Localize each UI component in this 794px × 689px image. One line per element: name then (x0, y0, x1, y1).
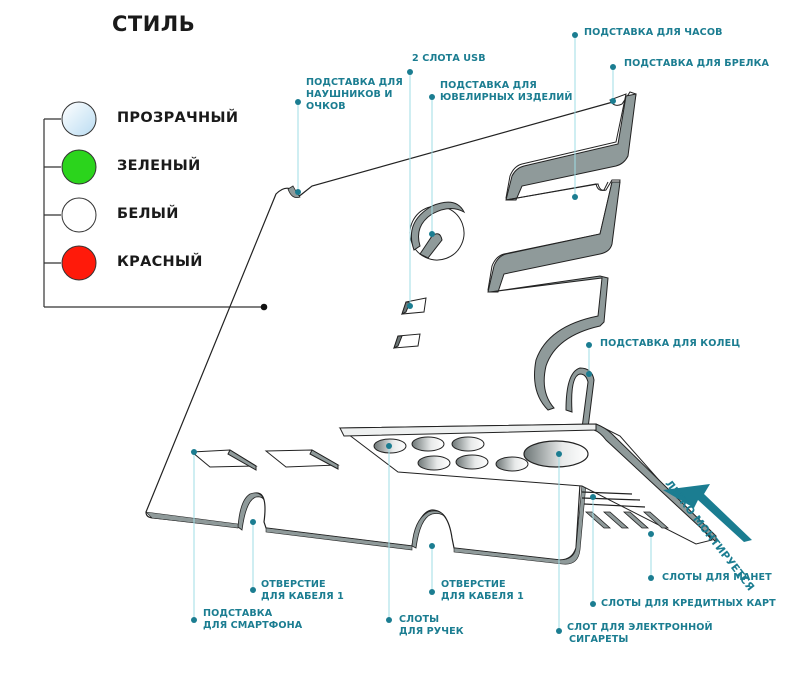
callout-line: ЮВЕЛИРНЫХ ИЗДЕЛИЙ (440, 92, 573, 103)
callout-line: ДЛЯ КАБЕЛЯ 1 (261, 591, 344, 602)
callout-pens: СЛОТЫ ДЛЯ РУЧЕК (399, 614, 464, 638)
callout-cable-2: ОТВЕРСТИЕ ДЛЯ КАБЕЛЯ 1 (441, 579, 524, 603)
smartphone-stand (190, 449, 340, 471)
leader-dot (386, 443, 392, 449)
callout-line: СЛОТЫ (399, 614, 440, 625)
callout-coins: СЛОТЫ ДЛЯ МАНЕТ (662, 572, 772, 584)
callout-line: ПОДСТАВКА ДЛЯ (440, 80, 537, 91)
pen-slot (455, 454, 489, 470)
style-label-white: БЕЛЫЙ (117, 206, 179, 222)
callout-line: ПОДСТАВКА ДЛЯ (306, 77, 403, 88)
cable-notch-2 (411, 510, 447, 549)
legend-pointer-dot (260, 303, 268, 311)
callout-line: НАУШНИКОВ И (306, 89, 393, 100)
usb-slots (393, 297, 427, 349)
pen-tray (338, 423, 717, 545)
callout-smartphone: ПОДСТАВКА ДЛЯ СМАРТФОНА (203, 608, 302, 632)
callout-usb: 2 СЛОТА USB (412, 53, 486, 65)
leader-dot (556, 628, 562, 634)
swatch-transparent (61, 101, 97, 137)
callout-rings: ПОДСТАВКА ДЛЯ КОЛЕЦ (600, 338, 740, 350)
callout-line: ПОДСТАВКА (203, 608, 273, 619)
leader-dot (590, 601, 596, 607)
leader-dot (586, 342, 592, 348)
style-label-green: ЗЕЛЕНЫЙ (117, 158, 201, 174)
callout-cable-1: ОТВЕРСТИЕ ДЛЯ КАБЕЛЯ 1 (261, 579, 344, 603)
leader-dot (429, 589, 435, 595)
leader-dot (648, 531, 654, 537)
style-label-transparent: ПРОЗРАЧНЫЙ (117, 110, 239, 126)
pen-slots (373, 436, 589, 472)
leader-dot (386, 617, 392, 623)
style-title: СТИЛЬ (112, 12, 196, 36)
leader-dot (429, 543, 435, 549)
leader-dot (590, 494, 596, 500)
base-edge-right (453, 483, 587, 565)
swatch-red (61, 245, 97, 281)
callout-dots (191, 32, 654, 634)
callout-line: ДЛЯ КАБЕЛЯ 1 (441, 591, 524, 602)
base-edge-left (145, 511, 239, 529)
leader-dot (191, 449, 197, 455)
callout-watch: ПОДСТАВКА ДЛЯ ЧАСОВ (584, 27, 722, 39)
leader-dot (610, 64, 616, 70)
callout-line: СЛОТЫ ДЛЯ МАНЕТ (662, 572, 772, 583)
leader-dot (572, 194, 578, 200)
jewelry-stand (409, 201, 466, 261)
leader-dot (610, 98, 616, 104)
leader-dot (295, 99, 301, 105)
pen-slot (495, 456, 529, 472)
leader-dot (407, 303, 413, 309)
swatch-green (61, 149, 97, 185)
leader-dot (572, 32, 578, 38)
card-slot (584, 511, 612, 529)
base-edge-mid (265, 527, 413, 551)
assembly-arrow-icon (663, 484, 752, 542)
card-slot (622, 511, 650, 529)
ring-stand (489, 275, 609, 429)
callout-cards: СЛОТЫ ДЛЯ КРЕДИТНЫХ КАРТ (601, 598, 776, 610)
card-slots (584, 511, 670, 529)
leader-dot (250, 519, 256, 525)
leader-dot (429, 231, 435, 237)
callout-keychain: ПОДСТАВКА ДЛЯ БРЕЛКА (624, 58, 769, 70)
card-slot (602, 511, 630, 529)
pen-slot (411, 436, 445, 452)
leader-dot (191, 617, 197, 623)
leader-dot (648, 575, 654, 581)
callout-ecig: СЛОТ ДЛЯ ЭЛЕКТРОННОЙ СИГАРЕТЫ (567, 622, 713, 646)
callout-headphones: ПОДСТАВКА ДЛЯ НАУШНИКОВ И ОЧКОВ (306, 77, 403, 113)
pen-slot (451, 436, 485, 452)
callout-leader-lines (193, 35, 652, 631)
pen-slot (417, 455, 451, 471)
leader-dot (407, 69, 413, 75)
leader-dot (295, 189, 301, 195)
leader-dot (586, 371, 592, 377)
callout-line: ОТВЕРСТИЕ (441, 579, 506, 590)
callout-line: 2 СЛОТА USB (412, 53, 486, 64)
swatch-white (61, 197, 97, 233)
card-slot (642, 511, 670, 529)
keychain-hook (487, 181, 621, 293)
style-legend-bracket (43, 118, 264, 308)
callout-line: ОЧКОВ (306, 101, 346, 112)
leader-dot (250, 587, 256, 593)
leader-dot (429, 94, 435, 100)
callout-line: ДЛЯ СМАРТФОНА (203, 620, 303, 631)
style-label-red: КРАСНЫЙ (117, 254, 203, 270)
callout-line: СЛОТЫ ДЛЯ КРЕДИТНЫХ КАРТ (601, 598, 776, 609)
leader-dot (556, 451, 562, 457)
callout-line: ДЛЯ РУЧЕК (399, 626, 464, 637)
callout-line: СИГАРЕТЫ (569, 634, 629, 645)
callout-line: ПОДСТАВКА ДЛЯ КОЛЕЦ (600, 338, 741, 349)
callout-line: ОТВЕРСТИЕ (261, 579, 326, 590)
cable-notch-1 (237, 492, 265, 531)
callout-line: ПОДСТАВКА ДЛЯ БРЕЛКА (624, 58, 770, 69)
callout-jewelry: ПОДСТАВКА ДЛЯ ЮВЕЛИРНЫХ ИЗДЕЛИЙ (440, 80, 573, 104)
callout-line: ПОДСТАВКА ДЛЯ ЧАСОВ (584, 27, 723, 38)
callout-line: СЛОТ ДЛЯ ЭЛЕКТРОННОЙ (567, 622, 713, 633)
